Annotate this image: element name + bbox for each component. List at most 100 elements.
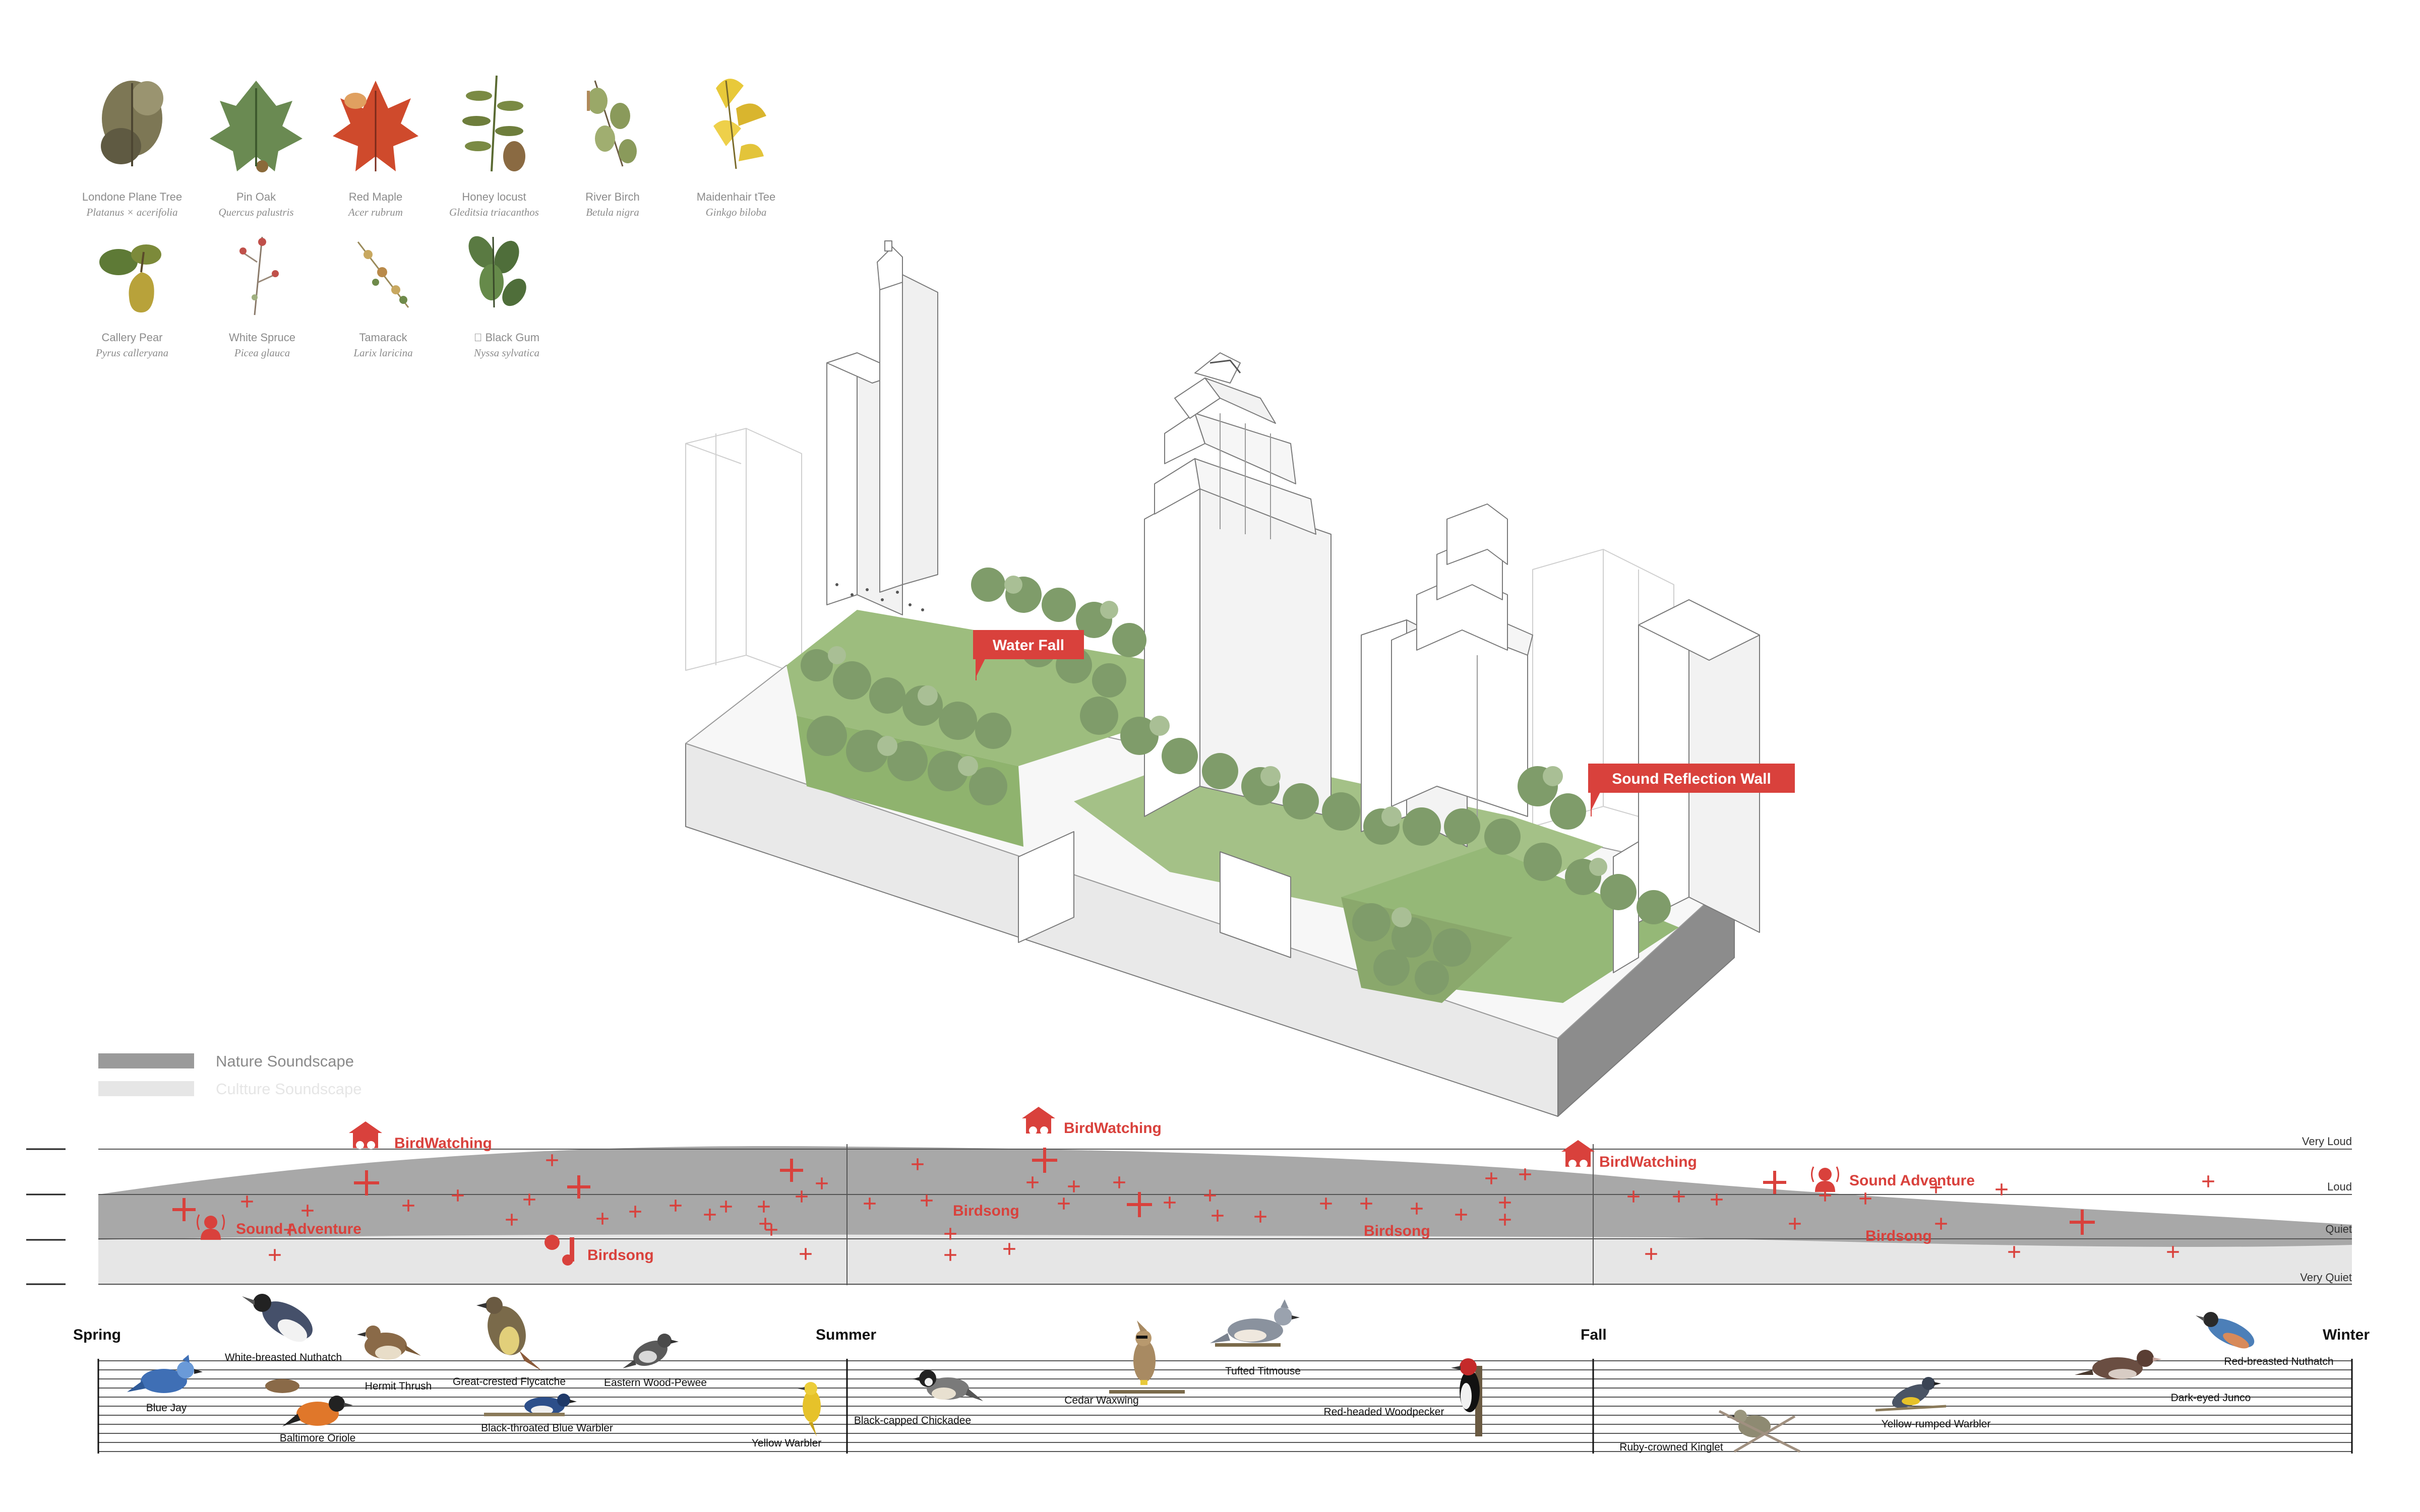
level-label-very-quiet: Very Quiet — [2300, 1271, 2352, 1284]
bird-label: Black-throated Blue Warbler — [481, 1422, 613, 1434]
plant-common-name: Maidenhair tTee — [697, 191, 776, 203]
river-birch-leaf-icon — [587, 80, 637, 167]
activity-birdsong-spring: Birdsong — [544, 1235, 654, 1266]
nature-soundscape-band — [98, 1146, 2352, 1247]
blue-jay-icon — [127, 1355, 203, 1393]
music-note-icon — [544, 1235, 574, 1266]
bird-black-capped-chickadee: Black-capped Chickadee — [854, 1370, 983, 1426]
plant-card: White Spruce Picea glauca — [229, 236, 295, 359]
bird-baltimore-oriole: Baltimore Oriole — [265, 1379, 355, 1444]
tufted-titmouse-icon — [1210, 1299, 1300, 1347]
plant-common-name: Honey locust — [462, 191, 526, 203]
plant-palette: Londone Plane Tree Platanus × acerifolia… — [82, 75, 776, 359]
bird-label: Baltimore Oriole — [280, 1432, 356, 1444]
plant-card:   Black Gum Nyssa sylvatica — [468, 236, 539, 359]
front-blocks — [1018, 831, 1291, 958]
bird-label: Great-crested Flycatche — [453, 1376, 566, 1388]
cedar-waxwing-icon — [1109, 1320, 1185, 1394]
sound-event-markers — [172, 1148, 2214, 1261]
season-label-winter: Winter — [2323, 1327, 2370, 1343]
legend-label-culture: Cultture Soundscape — [216, 1080, 362, 1098]
legend-swatch-nature — [98, 1053, 194, 1068]
white-spruce-icon — [239, 236, 279, 316]
level-label-loud: Loud — [2327, 1180, 2352, 1193]
plant-card: Tamarack Larix laricina — [353, 241, 413, 359]
bird-flock — [835, 583, 924, 611]
listener-icon — [1811, 1166, 1839, 1192]
bird-hermit-thrush: Hermit Thrush — [357, 1326, 432, 1392]
plant-card: Pin Oak Quercus palustris — [210, 81, 302, 218]
activity-birdwatching-spring: BirdWatching — [349, 1121, 492, 1152]
tree-canopy — [801, 568, 1671, 995]
activity-birdsong-late-summer-label: Birdsong — [1364, 1223, 1430, 1239]
level-label-very-loud: Very Loud — [2302, 1135, 2352, 1148]
bird-label: Cedar Waxwing — [1064, 1395, 1138, 1406]
activity-birdsong-fall-label: Birdsong — [1865, 1228, 1932, 1244]
plant-latin-name: Ginkgo biloba — [706, 206, 767, 218]
season-label-summer: Summer — [816, 1327, 876, 1343]
plant-latin-name: Acer rubrum — [347, 206, 403, 218]
tower-left — [826, 240, 938, 615]
callout-label: Water Fall — [993, 637, 1064, 654]
red-maple-leaf-icon — [333, 81, 418, 171]
soundscape-chart: Very Loud Loud Quiet Very Quiet — [26, 1107, 2352, 1285]
bird-tufted-titmouse: Tufted Titmouse — [1210, 1299, 1301, 1377]
bird-white-breasted-nuthatch: White-breasted Nuthatch — [225, 1294, 342, 1363]
bird-label: Blue Jay — [146, 1402, 187, 1414]
baltimore-oriole-icon — [265, 1379, 353, 1426]
soundscape-legend: Nature Soundscape Cultture Soundscape — [98, 1052, 362, 1098]
bird-label: White-breasted Nuthatch — [225, 1352, 342, 1363]
plant-latin-name: Larix laricina — [353, 347, 412, 359]
bird-blue-jay: Blue Jay — [127, 1355, 203, 1414]
bird-label: Yellow-rumped Warbler — [1882, 1418, 1991, 1430]
plant-common-name: Red Maple — [349, 191, 402, 203]
bird-label: Yellow Warbler — [752, 1437, 822, 1449]
bird-label: Red-headed Woodpecker — [1324, 1406, 1444, 1418]
bird-label: Tufted Titmouse — [1225, 1365, 1301, 1377]
binoculars-icon — [1022, 1107, 1055, 1135]
activity-birdsong-summer-label: Birdsong — [953, 1203, 1019, 1219]
callout-sound-reflection-wall: Sound Reflection Wall — [1588, 764, 1795, 816]
plant-latin-name: Quercus palustris — [218, 206, 293, 218]
callout-label: Sound Reflection Wall — [1612, 771, 1771, 787]
great-crested-flycatcher-icon — [476, 1297, 542, 1371]
activity-birdwatching-fall: BirdWatching — [1561, 1140, 1697, 1170]
bird-label: Black-capped Chickadee — [854, 1415, 971, 1426]
staff-lines — [98, 1360, 2352, 1452]
eastern-wood-pewee-icon — [623, 1334, 679, 1368]
yellow-rumped-warbler-icon — [1875, 1377, 1947, 1412]
bird-label: Dark-eyed Junco — [2171, 1392, 2251, 1404]
level-ticks — [26, 1148, 66, 1285]
activity-birdwatching-summer: BirdWatching — [1022, 1107, 1162, 1137]
activity-label: Birdsong — [587, 1247, 654, 1264]
bird-red-breasted-nuthatch: Red-breasted Nuthatch — [2196, 1312, 2334, 1367]
binoculars-icon — [1561, 1140, 1595, 1168]
plant-card: Londone Plane Tree Platanus × acerifolia — [82, 81, 182, 218]
activity-label: Sound Adventure — [1849, 1172, 1975, 1189]
activity-label: BirdWatching — [394, 1135, 492, 1152]
plant-latin-name: Picea glauca — [234, 347, 290, 359]
black-gum-leaf-icon — [468, 236, 526, 308]
red-breasted-nuthatch-icon — [2196, 1312, 2255, 1349]
plant-common-name: Pin Oak — [236, 191, 276, 203]
activity-label: BirdWatching — [1064, 1120, 1162, 1137]
plant-common-name:   Black Gum — [474, 331, 539, 344]
activity-sound-adventure-spring: Sound Adventure — [197, 1214, 361, 1240]
listener-icon — [197, 1214, 225, 1240]
hermit-thrush-icon — [357, 1326, 421, 1360]
plant-latin-name: Nyssa sylvatica — [473, 347, 539, 359]
level-lines — [98, 1144, 2352, 1285]
bird-yellow-warbler: Yellow Warbler — [752, 1382, 822, 1449]
plant-latin-name: Gleditsia triacanthos — [449, 206, 539, 218]
bird-label: Red-breasted Nuthatch — [2224, 1356, 2333, 1367]
season-label-fall: Fall — [1581, 1327, 1607, 1343]
season-label-spring: Spring — [73, 1327, 121, 1343]
bird-label: Hermit Thrush — [365, 1380, 432, 1392]
plant-common-name: Tamarack — [359, 331, 407, 344]
black-throated-blue-warbler-icon — [484, 1394, 577, 1416]
bird-dark-eyed-junco: Dark-eyed Junco — [2075, 1350, 2251, 1404]
plant-card: Callery Pear Pyrus calleryana — [95, 244, 168, 359]
ruby-crowned-kinglet-icon — [1718, 1410, 1801, 1453]
plane-tree-leaf-icon — [101, 81, 163, 166]
